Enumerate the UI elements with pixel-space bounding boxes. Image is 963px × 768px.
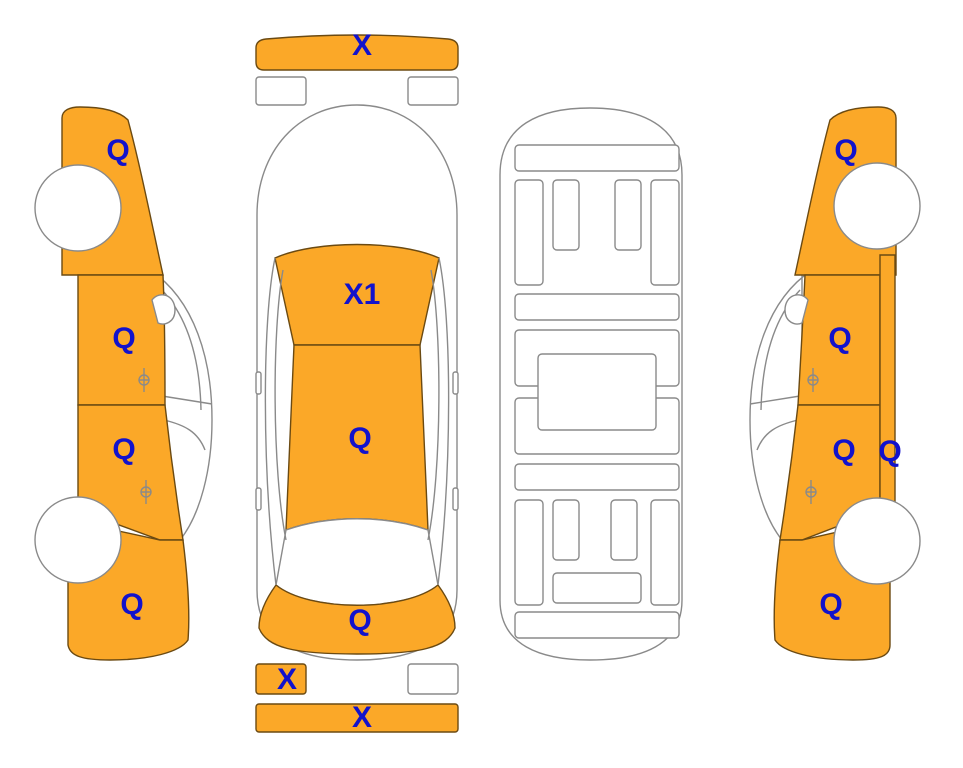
right-front-wheel [833, 162, 921, 250]
left-window-line-3 [163, 419, 206, 451]
underbody-part [514, 144, 680, 172]
headlight-left-panel[interactable] [255, 76, 307, 106]
right-rear-wheel [833, 497, 921, 585]
top-view-right-door-line [437, 257, 450, 586]
underbody-part [610, 499, 638, 561]
taillight-right-panel[interactable] [407, 663, 459, 695]
right-mirror [784, 294, 809, 325]
left-side-view [34, 106, 213, 661]
right-front-handle [808, 368, 818, 392]
underbody-part [514, 179, 544, 286]
mirror-left-panel [255, 371, 262, 395]
right-window-line-3 [756, 419, 799, 451]
roof-front-code: X1 [344, 278, 381, 311]
left-window-line-2 [161, 395, 213, 405]
underbody-part [552, 179, 580, 251]
underbody-part [552, 499, 580, 561]
right-side-view [749, 106, 921, 661]
right-front-handle-knob [807, 374, 819, 386]
left-rear-wheel [34, 496, 122, 584]
left-rear-handle-knob [140, 486, 152, 498]
handle-left-panel [255, 487, 262, 511]
left-front-handle-knob [138, 374, 150, 386]
trunk-code: Q [348, 604, 371, 637]
underbody-part [514, 499, 544, 606]
left-mirror [151, 294, 176, 325]
right-front-door-code: Q [828, 322, 851, 355]
underbody-part [552, 572, 642, 604]
right-front-fender-code: Q [834, 134, 857, 167]
left-front-fender-code: Q [106, 134, 129, 167]
left-rear-quarter-code: Q [120, 588, 143, 621]
right-rear-door-edge-code: Q [878, 435, 901, 468]
right-rear-handle [806, 480, 816, 504]
right-rear-quarter-code: Q [819, 588, 842, 621]
roof-front-panel[interactable] [274, 243, 440, 346]
top-view-left-door-line [264, 257, 277, 586]
headlight-right-panel[interactable] [407, 76, 459, 106]
taillight-left-panel[interactable] [255, 663, 307, 695]
underbody-view [499, 107, 683, 661]
top-view-left-inner-line [274, 269, 287, 541]
rear-window-panel [275, 518, 439, 606]
underbody-part [514, 463, 680, 491]
mirror-right-panel [452, 371, 459, 395]
underbody-part [537, 353, 657, 431]
handle-right-panel [452, 487, 459, 511]
front-bumper-code: X [352, 29, 372, 62]
roof-main-code: Q [348, 422, 371, 455]
right-window-line-2 [749, 395, 801, 405]
left-front-wheel [34, 164, 122, 252]
underbody-part [514, 293, 680, 321]
left-rear-door-code: Q [112, 433, 135, 466]
left-front-handle [139, 368, 149, 392]
right-rear-door-edge-panel[interactable] [879, 254, 896, 511]
right-rear-handle-knob [805, 486, 817, 498]
rear-bumper-panel[interactable] [255, 703, 459, 733]
front-bumper-panel[interactable] [255, 34, 459, 71]
right-rear-door-code: Q [832, 434, 855, 467]
underbody-part [650, 179, 680, 286]
front-left-light-code: X [277, 663, 297, 696]
underbody-part [614, 179, 642, 251]
underbody-part [650, 499, 680, 606]
underbody-part [514, 611, 680, 639]
left-rear-handle [141, 480, 151, 504]
top-view-right-inner-line [427, 269, 440, 541]
trunk-panel[interactable] [258, 583, 456, 655]
left-front-door-code: Q [112, 322, 135, 355]
rear-bumper-code: X [352, 701, 372, 734]
